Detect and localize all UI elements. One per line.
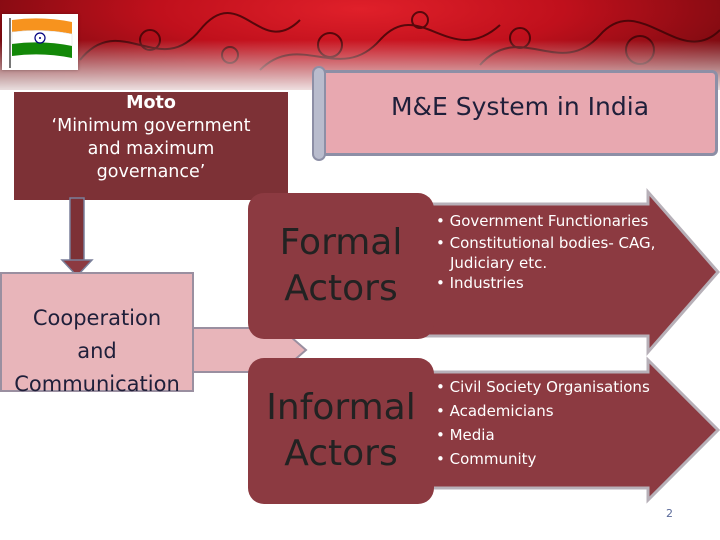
informal-actors-box: Informal Actors xyxy=(248,358,434,504)
cooperation-line: Communication xyxy=(14,372,180,396)
formal-actors-list: • Government Functionaries • Constitutio… xyxy=(436,210,655,294)
list-item: • Industries xyxy=(436,274,524,292)
page-number: 2 xyxy=(666,507,673,520)
motto-box: Moto ‘Minimum government and maximum gov… xyxy=(14,92,288,200)
informal-label: Informal xyxy=(266,387,416,428)
title-scroll-box xyxy=(318,70,718,156)
formal-label: Formal xyxy=(279,222,403,263)
informal-actors-list: • Civil Society Organisations • Academic… xyxy=(436,375,650,471)
down-arrow-shaft xyxy=(69,197,85,263)
motto-heading: Moto xyxy=(126,93,176,113)
list-item: • Government Functionaries xyxy=(436,212,649,230)
cooperation-line: and xyxy=(77,339,117,363)
slide-title: M&E System in India xyxy=(390,92,650,121)
motto-line: ‘Minimum government xyxy=(51,116,251,136)
formal-actors-box: Formal Actors xyxy=(248,193,434,339)
cooperation-box: Cooperation and Communication xyxy=(0,272,194,396)
list-item: Judiciary etc. xyxy=(450,254,548,272)
india-flag-icon xyxy=(2,14,78,70)
list-item: • Academicians xyxy=(436,402,554,420)
cooperation-line: Cooperation xyxy=(32,306,162,330)
formal-label: Actors xyxy=(284,268,398,309)
informal-label: Actors xyxy=(284,433,398,474)
motto-line: and maximum xyxy=(87,139,215,159)
list-item: • Civil Society Organisations xyxy=(436,378,650,396)
list-item: • Constitutional bodies- CAG, xyxy=(436,234,656,252)
motto-line: governance’ xyxy=(96,162,206,182)
scroll-roll xyxy=(312,66,326,161)
list-item: • Media xyxy=(436,426,495,444)
list-item: • Community xyxy=(436,450,537,468)
